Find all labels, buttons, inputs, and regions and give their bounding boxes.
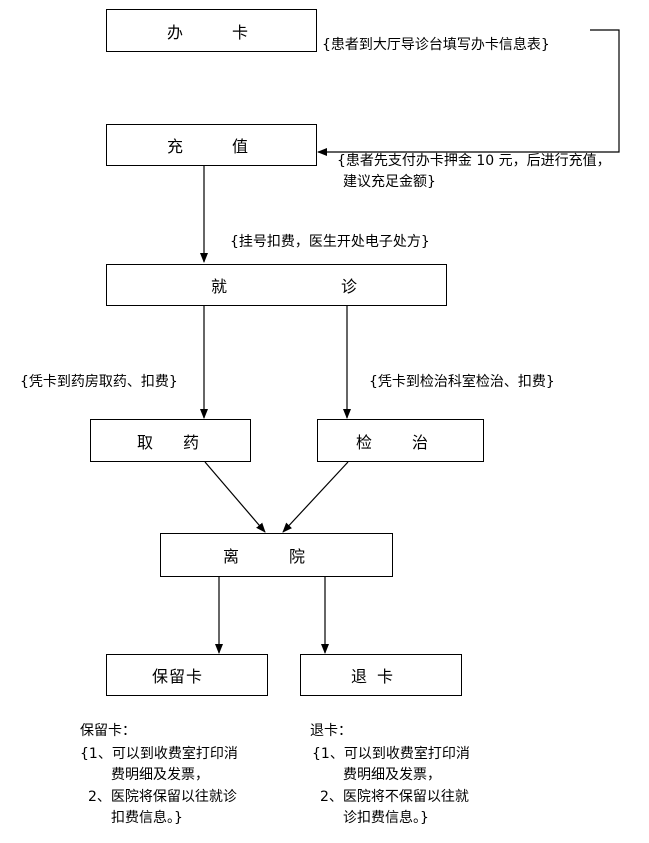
return-footnote-line2: 费明细及发票， bbox=[343, 767, 441, 783]
return-card-box: 退 卡 bbox=[300, 654, 462, 696]
return-footnote-line4: 诊扣费信息。} bbox=[343, 810, 429, 826]
medicine-note: {凭卡到药房取药、扣费} bbox=[20, 374, 178, 390]
medicine-to-leave-arrow bbox=[204, 461, 266, 533]
leave-box-char1: 离 bbox=[223, 547, 240, 566]
keep-footnote-title: 保留卡： bbox=[80, 723, 136, 739]
return-card-box-char1: 退 bbox=[351, 667, 368, 686]
keep-footnote-line2: 费明细及发票， bbox=[111, 767, 209, 783]
recharge-box: 充 值 bbox=[106, 124, 317, 166]
recharge-note-line1: {患者先支付办卡押金 10 元，后进行充值， bbox=[337, 153, 611, 169]
card-box: 办 卡 bbox=[106, 9, 317, 52]
visit-box-char2: 诊 bbox=[341, 277, 358, 296]
visit-box-char1: 就 bbox=[211, 277, 228, 296]
medicine-box-char2: 药 bbox=[183, 432, 200, 452]
keep-card-box: 保留卡 bbox=[106, 654, 268, 696]
return-footnote-title: 退卡： bbox=[310, 723, 352, 739]
medicine-box-char1: 取 bbox=[137, 432, 154, 452]
card-box-char1: 办 bbox=[167, 22, 184, 42]
return-footnote-line1: {1、可以到收费室打印消 bbox=[312, 746, 470, 762]
exam-box-char1: 检 bbox=[356, 432, 373, 452]
card-box-char2: 卡 bbox=[232, 22, 249, 42]
card-to-recharge-arrow bbox=[317, 29, 620, 156]
keep-footnote-line4: 扣费信息。} bbox=[111, 810, 183, 826]
recharge-box-char2: 值 bbox=[232, 137, 249, 156]
register-note: {挂号扣费，医生开处电子处方} bbox=[230, 234, 430, 250]
leave-box: 离 院 bbox=[160, 533, 393, 577]
keep-footnote-line3: 2、医院将保留以往就诊 bbox=[88, 789, 237, 805]
recharge-box-char1: 充 bbox=[167, 137, 184, 156]
exam-box-char2: 治 bbox=[412, 432, 429, 452]
exam-note: {凭卡到检治科室检治、扣费} bbox=[369, 374, 555, 390]
exam-box: 检 治 bbox=[317, 419, 484, 462]
exam-to-leave-arrow bbox=[282, 461, 349, 533]
medicine-box: 取 药 bbox=[90, 419, 251, 462]
return-card-box-char2: 卡 bbox=[377, 667, 394, 686]
leave-box-char2: 院 bbox=[289, 547, 306, 566]
visit-box: 就 诊 bbox=[106, 264, 447, 306]
return-footnote-line3: 2、医院将不保留以往就 bbox=[320, 789, 469, 805]
keep-footnote-line1: {1、可以到收费室打印消 bbox=[80, 746, 238, 762]
card-note: {患者到大厅导诊台填写办卡信息表} bbox=[322, 37, 550, 53]
keep-card-label: 保留卡 bbox=[152, 667, 204, 686]
recharge-note-line2: 建议充足金额} bbox=[343, 174, 436, 190]
